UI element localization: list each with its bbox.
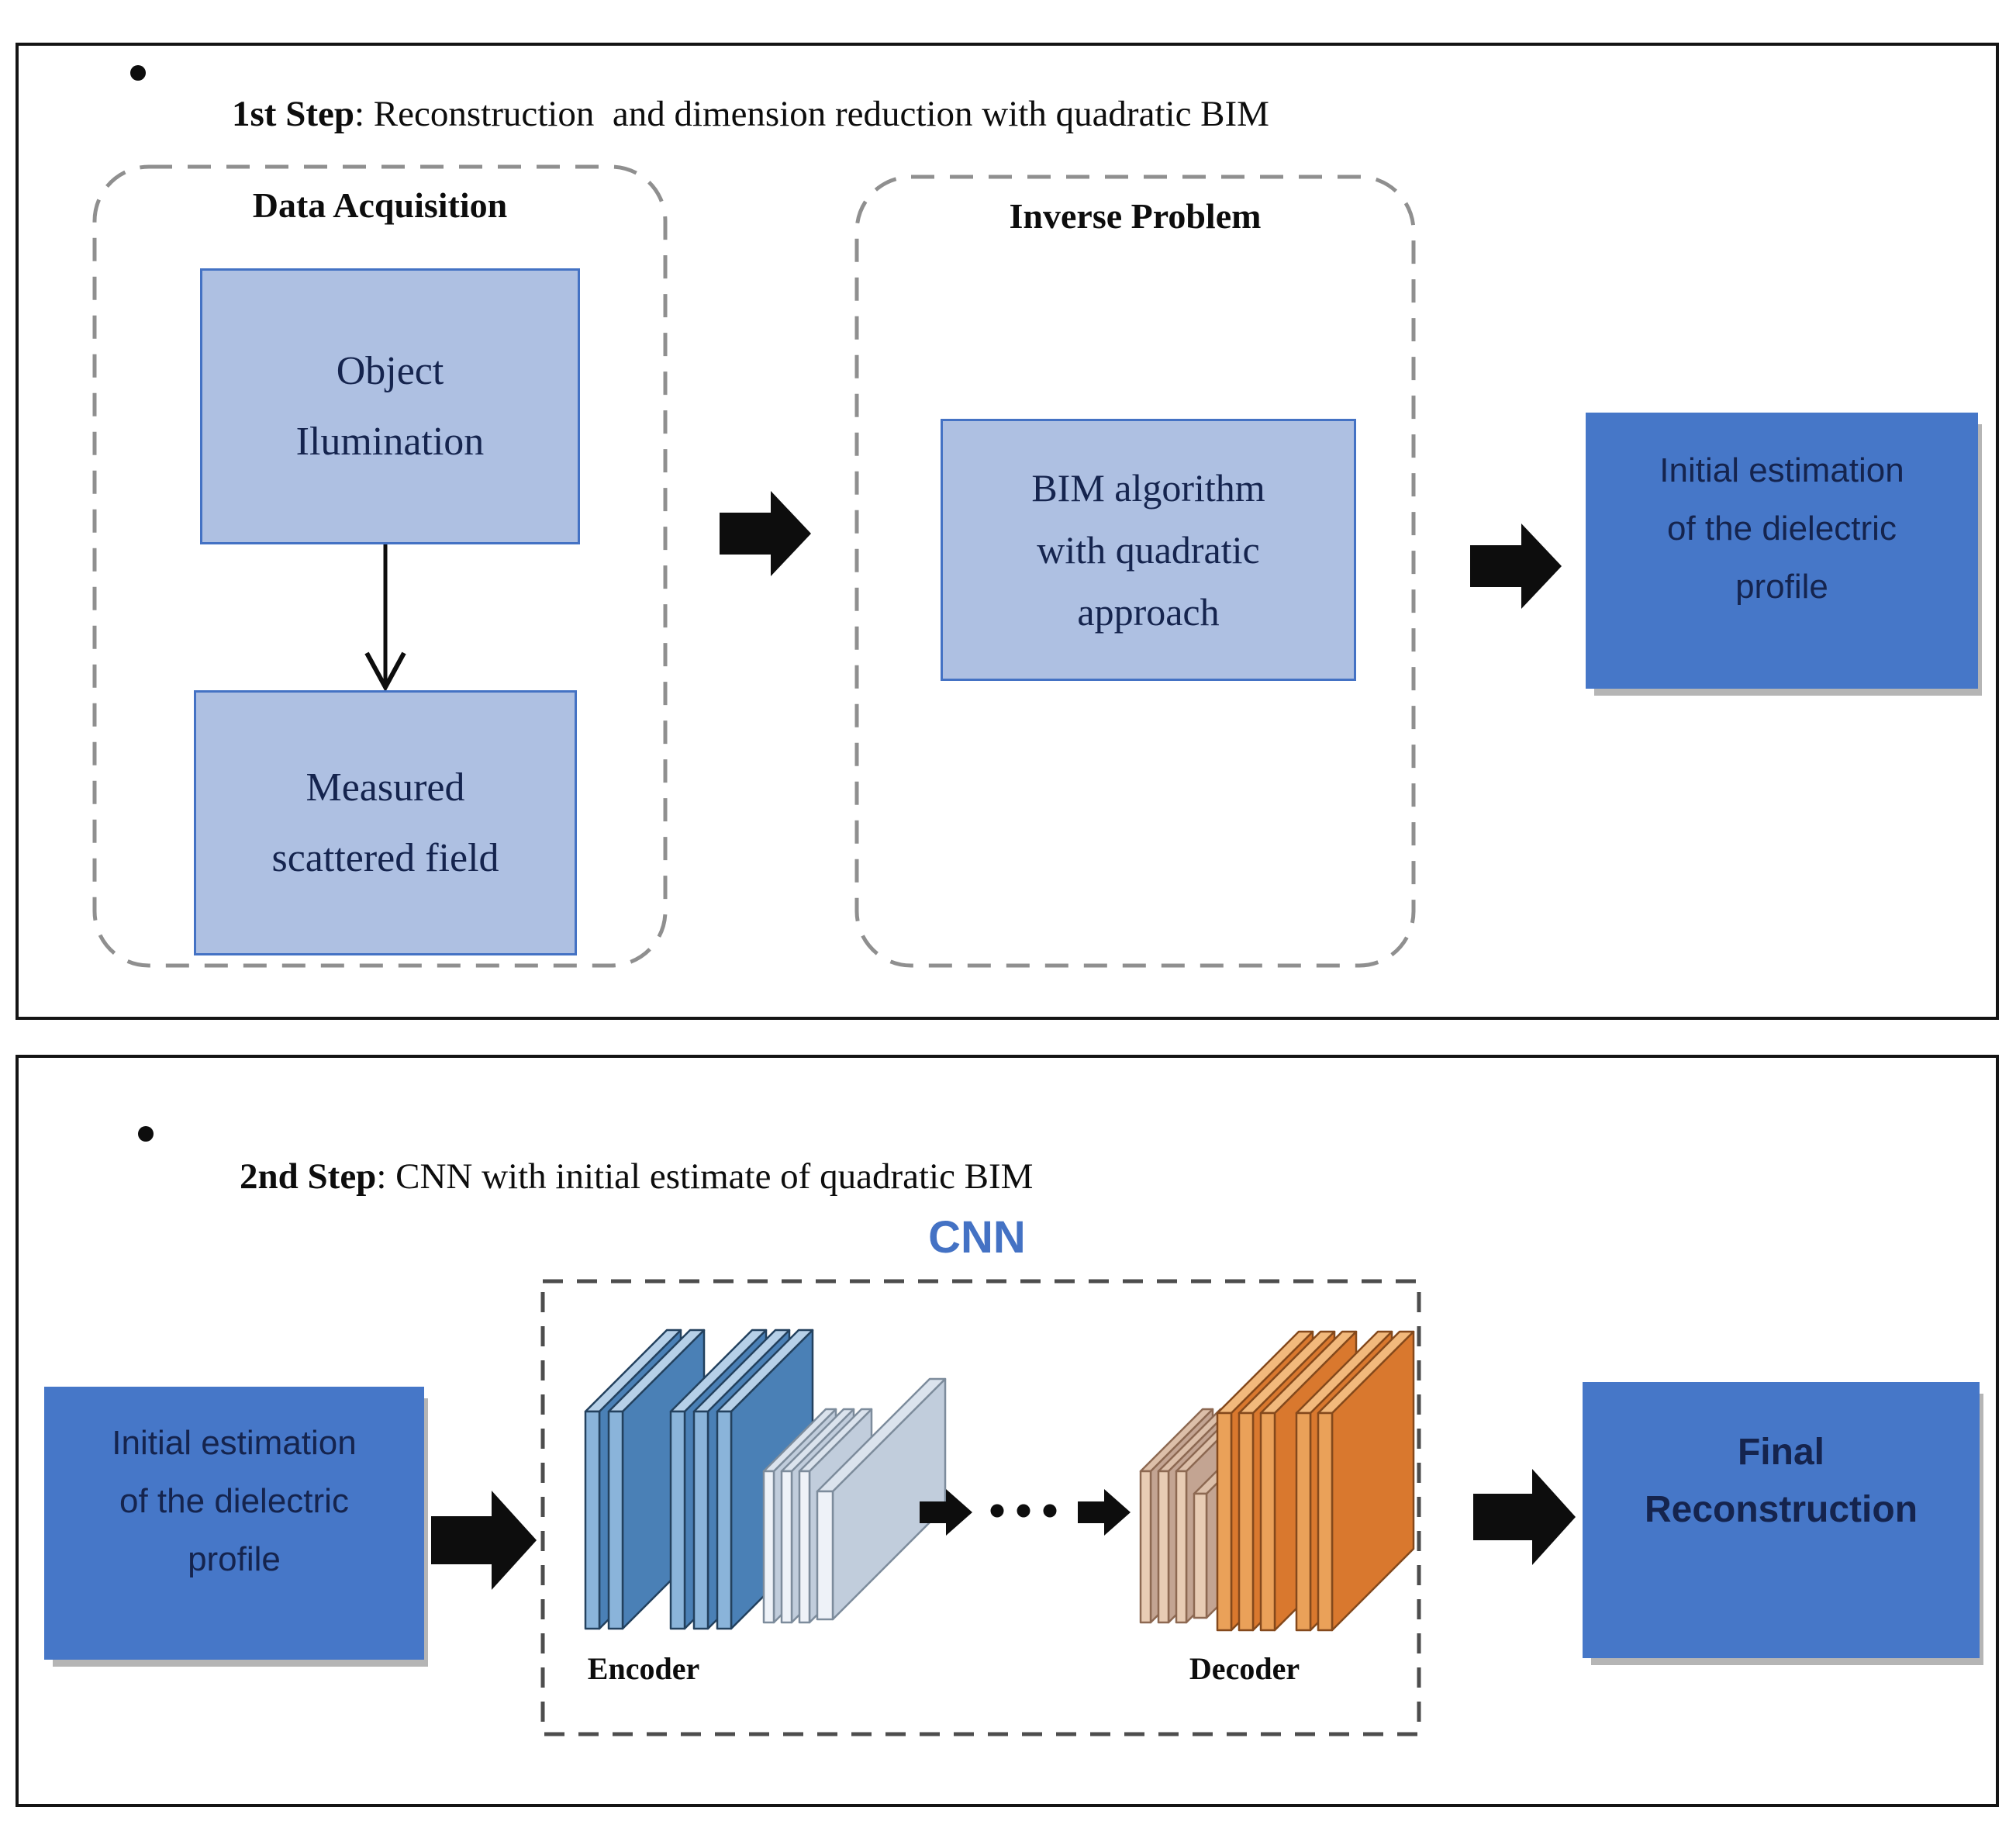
ellipsis-dot [990,1504,1004,1518]
encoder-layer-slab-facet [607,1410,624,1630]
step2-output-arrow [1473,1469,1576,1565]
encoder-layer-slab [816,1377,947,1621]
encoder-label: Encoder [587,1651,700,1686]
decoder-layer-slab-facet [1157,1470,1170,1624]
decoder-layer-slab [1317,1330,1415,1632]
bim-algorithm-box: BIM algorithm with quadratic approach [941,419,1356,681]
measured-line2: scattered field [271,836,499,880]
ellipsis-dot [1043,1504,1057,1518]
decoder-layer-slab-facet [1193,1492,1208,1619]
object-illumination-line2: Ilumination [295,420,485,464]
step2-title: 2nd Step: CNN with initial estimate of q… [203,1114,1033,1239]
encoder-layer-slab-facet [584,1410,601,1630]
final-line2: Reconstruction [1644,1489,1918,1530]
bim-line1: BIM algorithm [1031,466,1265,510]
encoder-layer-slab-facet [780,1470,793,1624]
decoder-layer-slab-facet [1295,1412,1312,1632]
encoder-output-arrow [920,1489,972,1536]
step1-bullet [130,65,146,81]
step1-flow-arrow-2 [1470,523,1562,609]
final-reconstruction-box: Final Reconstruction [1583,1382,1980,1658]
step1-title-bold: 1st Step [232,94,354,134]
decoder-layer-slab-facet [1216,1412,1233,1632]
step1-panel [16,43,1999,1020]
vertical-flow-arrow-head [364,651,406,693]
decoder-layer-slab-facet [1238,1412,1255,1632]
decoder-label: Decoder [1189,1651,1300,1686]
step2-title-rest: : CNN with initial estimate of quadratic… [376,1156,1034,1197]
step2-bullet [138,1126,154,1142]
encoder-layer-slab-facet [798,1470,811,1624]
decoder-layer-slab-facet [1175,1470,1188,1624]
encoder-layer-slab-facet [716,1410,733,1630]
ellipsis-dot [1017,1504,1030,1518]
encoder-layer-slab-facet [816,1490,834,1621]
step2-panel [16,1055,1999,1807]
bim-line3: approach [1077,590,1220,634]
measured-scattered-field-box: Measured scattered field [194,690,577,955]
cnn-container-outline [540,1279,1421,1736]
initial-estimation1-line1: Initial estimation [1659,451,1904,490]
encoder-layer-slab-facet [692,1410,709,1630]
step2-input-arrow [431,1491,537,1590]
decoder-layer-slab-facet [1259,1412,1276,1632]
initial-estimation2-line1: Initial estimation [112,1424,357,1463]
encoder-layer-slab-facet [762,1470,775,1624]
decoder-layer-slab-facet [1317,1412,1334,1632]
object-illumination-line1: Object [336,349,444,393]
step1-title-rest: : Reconstruction and dimension reduction… [354,94,1269,134]
initial-estimation-box-step2: Initial estimation of the dielectric pro… [44,1387,424,1660]
initial-estimation1-line2: of the dielectric [1667,510,1897,548]
cnn-label: CNN [928,1212,1026,1263]
inverse-problem-container-outline [854,174,1416,968]
inverse-problem-label: Inverse Problem [1009,196,1262,236]
initial-estimation2-line2: of the dielectric [119,1482,349,1521]
initial-estimation-box-step1: Initial estimation of the dielectric pro… [1586,413,1978,689]
step2-title-bold: 2nd Step [240,1156,377,1197]
measured-line1: Measured [306,765,465,810]
data-acquisition-label: Data Acquisition [252,185,508,225]
final-line1: Final [1737,1431,1824,1473]
data-acquisition-container-outline [92,164,668,968]
initial-estimation2-line3: profile [188,1539,281,1578]
encoder-layer-slab-facet [669,1410,686,1630]
bim-line2: with quadratic [1037,528,1260,572]
object-illumination-box: Object Ilumination [200,268,580,544]
step1-title: 1st Step: Reconstruction and dimension r… [195,51,1269,177]
decoder-layer-slab-facet [1139,1470,1152,1624]
initial-estimation1-line3: profile [1735,567,1828,606]
step1-flow-arrow-1 [720,491,811,576]
decoder-input-arrow [1078,1489,1131,1536]
